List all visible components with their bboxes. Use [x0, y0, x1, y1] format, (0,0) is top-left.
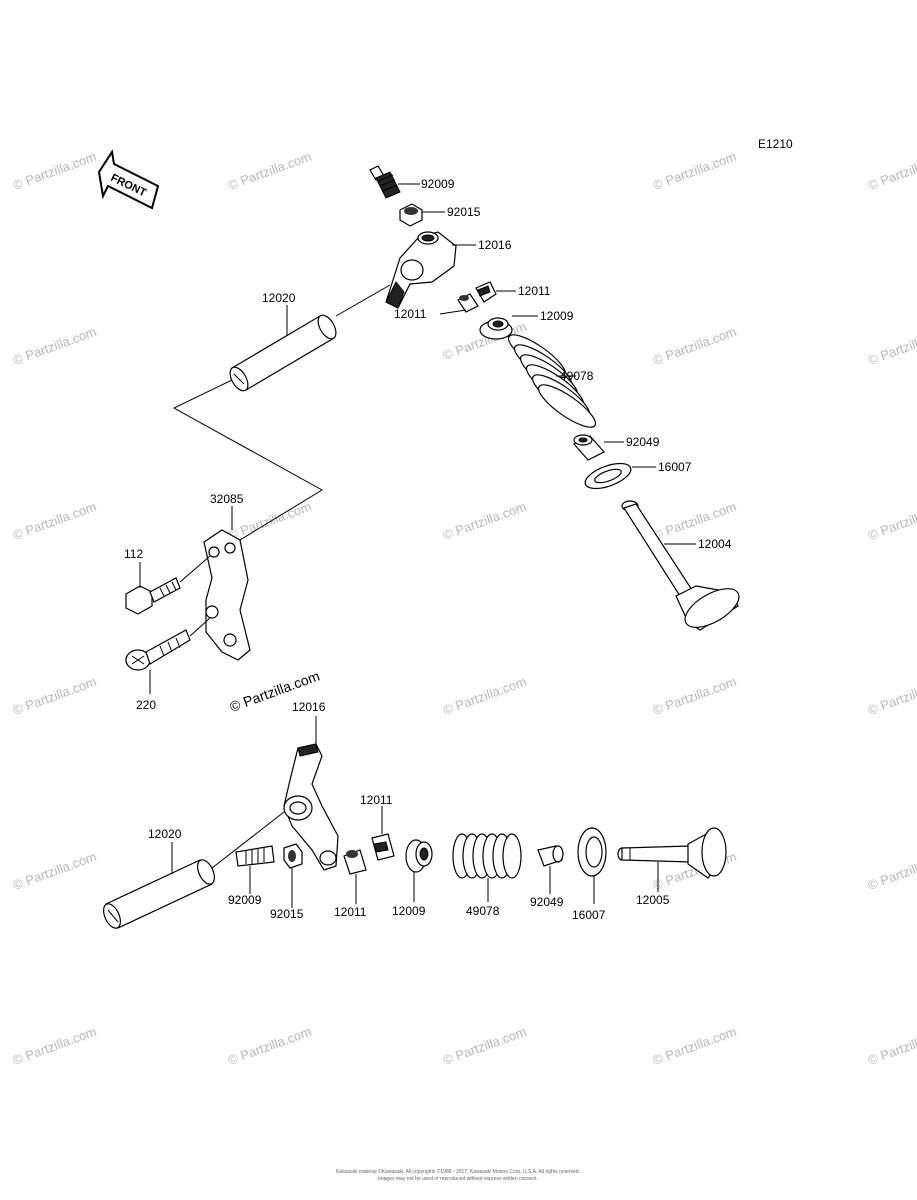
part-label-12009: 12009 [392, 904, 426, 918]
part-label-12011: 12011 [394, 307, 427, 321]
watermark: © Partzilla.com [11, 149, 98, 193]
watermark: © Partzilla.com [651, 1024, 738, 1068]
collet-12011-bottom-b [343, 849, 367, 875]
valve-12005 [617, 827, 727, 879]
part-label-12005: 12005 [636, 893, 670, 907]
valve-12004 [621, 500, 740, 631]
part-label-12004: 12004 [698, 537, 732, 551]
watermark: © Partzilla.com [441, 674, 528, 718]
screw-220 [125, 629, 191, 671]
watermark: © Partzilla.com [11, 499, 98, 543]
collet-12011-bottom-a [371, 833, 395, 861]
part-label-92009: 92009 [228, 893, 262, 907]
diagram-code: E1210 [758, 137, 793, 151]
leader-line [211, 811, 285, 869]
part-label-12020: 12020 [262, 291, 296, 305]
part-label-220: 220 [136, 698, 156, 712]
spring-seat-16007-top [584, 462, 632, 490]
watermark: © Partzilla.com [866, 849, 917, 893]
rocker-shaft-12020-top [229, 314, 337, 392]
part-label-49078: 49078 [560, 369, 594, 383]
nut-92015-top [399, 203, 423, 227]
part-label-12016: 12016 [478, 238, 512, 252]
spring-seat-16007-bottom [577, 827, 607, 877]
part-label-92049: 92049 [530, 895, 564, 909]
valve-seal-92049-bottom [537, 845, 564, 867]
part-label-12011: 12011 [334, 905, 367, 919]
nut-92015-bottom [283, 843, 303, 869]
bracket-plate-32085 [203, 529, 251, 661]
part-label-92015: 92015 [447, 205, 481, 219]
watermark: © Partzilla.com [11, 674, 98, 718]
spring-retainer-12009-bottom [405, 839, 433, 873]
watermark: © Partzilla.com [866, 499, 917, 543]
valve-seal-92049-top [573, 434, 605, 461]
part-label-16007: 16007 [658, 460, 692, 474]
leader-line [335, 284, 391, 317]
part-label-12011: 12011 [518, 284, 551, 298]
watermark: © Partzilla.com [226, 149, 313, 193]
part-label-49078: 49078 [466, 904, 500, 918]
part-label-12020: 12020 [148, 827, 182, 841]
part-label-12009: 12009 [540, 309, 574, 323]
connector-line [172, 379, 323, 541]
watermark: © Partzilla.com [866, 324, 917, 368]
watermark: © Partzilla.com [651, 324, 738, 368]
part-label-12011: 12011 [360, 793, 393, 807]
rocker-arm-12016-bottom [283, 743, 339, 871]
watermark: © Partzilla.com [226, 1024, 313, 1068]
watermark: © Partzilla.com [651, 674, 738, 718]
rocker-arm-12016-top [385, 231, 457, 309]
watermark: © Partzilla.com [651, 149, 738, 193]
footer-line-2: Images may not be used or reproduced wit… [378, 1176, 538, 1182]
part-label-12016: 12016 [292, 700, 326, 714]
leader-line [439, 309, 467, 315]
part-label-92009: 92009 [421, 177, 455, 191]
watermark: © Partzilla.com [866, 1024, 917, 1068]
leader-line [189, 617, 211, 637]
valve-spring-49078-top [507, 334, 597, 428]
collet-12011-top-b [457, 293, 479, 313]
part-label-16007: 16007 [572, 908, 606, 922]
front-arrow-icon: FRONT [97, 149, 160, 210]
rocker-shaft-12020-bottom [103, 859, 215, 929]
valve-spring-49078-bottom [452, 833, 522, 879]
collet-12011-top-a [475, 281, 497, 303]
watermark: © Partzilla.com [441, 1024, 528, 1068]
watermark: © Partzilla.com [441, 499, 528, 543]
adjusting-screw-92009-top [369, 165, 401, 199]
bolt-112 [125, 577, 181, 615]
watermark: © Partzilla.com [866, 149, 917, 193]
watermark: © Partzilla.com [11, 1024, 98, 1068]
leader-line [179, 555, 211, 583]
adjusting-screw-92009-bottom [235, 845, 275, 867]
part-label-32085: 32085 [210, 492, 244, 506]
spring-retainer-12009-top [479, 317, 513, 340]
watermark: © Partzilla.com [11, 324, 98, 368]
part-label-112: 112 [124, 547, 143, 561]
watermark: © Partzilla.com [866, 674, 917, 718]
watermark: © Partzilla.com [11, 849, 98, 893]
part-label-92015: 92015 [270, 907, 304, 921]
footer-line-1: Kawasaki material ©Kawasaki. All copyrig… [336, 1168, 580, 1175]
part-label-92049: 92049 [626, 435, 660, 449]
